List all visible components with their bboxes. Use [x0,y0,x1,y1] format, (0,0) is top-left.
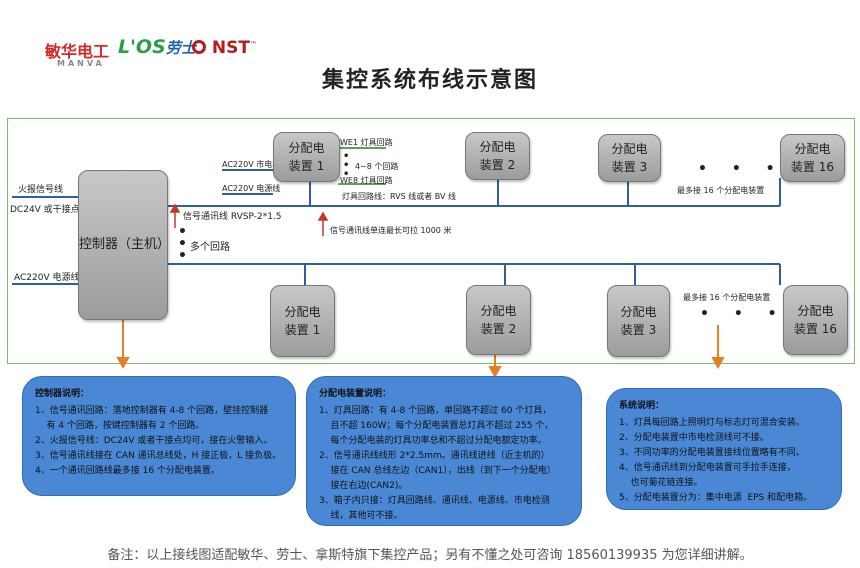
dist-device-bottom-1: 分配电 装置 1 [270,285,335,357]
dist-device-top-2: 分配电 装置 2 [465,132,530,180]
dots-top: • • • [698,161,785,177]
dc24v-label: DC24V 或干接点 [10,205,80,215]
we8-label: WE8 灯具回路 [340,176,393,185]
loop-dots: ••• [178,224,187,264]
dist-device-top-1: 分配电 装置 1 [273,132,340,182]
dist-device-bottom-3: 分配电 装置 3 [607,285,670,357]
dist-device-label: 分配电 装置 2 [480,304,517,336]
note-line: 2、信号通讯线线形 2*2.5mm。通讯线进线（近主机的） [319,451,550,461]
note-line: 1、灯具回路：有 4-8 个回路，单回路不超过 60 个灯具， [319,406,552,416]
dist-device-label: 分配电 装置 1 [284,305,321,337]
dist-device-label: 分配电 装置 16 [790,142,835,174]
note-system: 系统说明： 1、灯具每回路上照明灯与标志灯可混合安装。 2、分配电装置中市电检测线… [606,388,842,510]
note-line: 5、分配电装置分为：集中电源 EPS 和配电箱。 [619,493,813,503]
lamp-loop-line-label: 灯具回路线：RVS 线或者 BV 线 [342,192,457,201]
dist-device-label: 分配电 装置 3 [620,305,657,337]
dist-device-top-16: 分配电 装置 16 [780,134,845,182]
note-line: 4、信号通讯线到分配电装置可手拉手连接， [619,463,796,473]
dots-bottom: • • • [700,306,787,322]
note-line: 2、火报信号线：DC24V 或者干接点均可，接在火警输入。 [35,436,273,446]
note-line: 3、不同功率的分配电装置接线位置略有不同。 [619,448,805,458]
controller-label: 控制器（主机） [79,237,171,252]
note-line: 也可菊花链连接。 [619,478,703,488]
nst-logo-text: NST [211,38,250,58]
max16-bottom-label: 最多接 16 个分配电装置 [683,293,771,302]
note-line: 1、信号通讯回路：落地控制器有 4-8 个回路，壁挂控制器 [35,406,269,416]
nst-logo-tm: ™ [250,40,257,49]
note-line: 每个分配电装的灯具功率总和不超过分配电额定功率。 [319,436,547,446]
note-line: 4、一个通讯回路线最多接 16 个分配电装置。 [35,466,220,476]
diagram-frame [7,118,855,364]
footer-remark: 备注：以上接线图适配敏华、劳士、拿斯特旗下集控产品；另有不懂之处可咨询 1856… [107,548,753,563]
dist-device-label: 分配电 装置 2 [479,140,516,172]
note-controller-title: 控制器说明： [35,389,90,399]
max16-top-label: 最多接 16 个分配电装置 [677,186,765,195]
dist-device-label: 分配电 装置 1 [288,141,325,173]
minhua-logo-cn: 敏华电工 [45,42,110,61]
page-title: 集控系统布线示意图 [321,68,538,93]
minhua-logo-en: MANVA [57,59,105,68]
ac220v-power-label: AC220V 电源线 [14,273,80,283]
note-dist-lines: 1、灯具回路：有 4-8 个回路，单回路不超过 60 个灯具， 且不超 160W… [319,404,569,524]
dist-device-bottom-2: 分配电 装置 2 [466,285,531,355]
note-system-lines: 1、灯具每回路上照明灯与标志灯可混合安装。 2、分配电装置中市电检测线可不接。 3、… [619,416,829,506]
note-line: 线，其他可不接。 [319,511,403,521]
comm-line-label: 信号通讯线 RVSP-2*1.5 [183,212,282,222]
controller-host: 控制器（主机） [78,170,171,320]
note-line: 1、灯具每回路上照明灯与标志灯可混合安装。 [619,418,805,428]
note-line: 2、分配电装置中市电检测线可不接。 [619,433,769,443]
nst-logo: NST™ [192,38,257,58]
los-logo: L'OS劳士 [118,36,196,58]
los-logo-en: L'OS [118,36,166,58]
dist-device-label: 分配电 装置 3 [611,142,648,174]
dist-device-bottom-16: 分配电 装置 16 [783,285,848,355]
ac-power-mid-label: AC220V 电源线 [222,184,281,193]
dist-device-label: 分配电 装置 16 [793,304,838,336]
comm-max-label: 信号通讯线单连最长可拉 1000 米 [330,226,452,235]
note-dist-title: 分配电装置说明： [319,389,392,399]
note-line: 接在 CAN 总线左边（CAN1），出线（到下一个分配电） [319,466,556,476]
note-line: 3、信号通讯线接在 CAN 通讯总线处，H 接正极，L 接负极。 [35,451,282,461]
los-logo-cn: 劳士 [165,39,196,57]
nst-logo-icon [192,40,206,54]
we1-label: WE1 灯具回路 [340,138,393,147]
loops-4-8-label: 4~8 个回路 [355,162,399,171]
note-line: 3、箱子内只接：灯具回路线、通讯线、电源线、市电检测 [319,496,550,506]
note-controller: 控制器说明： 1、信号通讯回路：落地控制器有 4-8 个回路，壁挂控制器 有 4… [22,376,296,496]
we-dots: ••• [343,151,350,180]
note-line: 接在右边(CAN2)。 [319,481,408,491]
note-dist: 分配电装置说明： 1、灯具回路：有 4-8 个回路，单回路不超过 60 个灯具，… [306,376,582,526]
note-system-title: 系统说明： [619,401,665,411]
dist-device-top-3: 分配电 装置 3 [598,134,661,182]
multi-loop-label: 多个回路 [190,242,230,253]
fire-signal-label: 火报信号线 [18,185,64,195]
note-line: 有 4 个回路，按键控制器有 2 个回路。 [35,421,205,431]
minhua-logo: 敏华电工 MANVA [45,38,109,68]
ac-detect-label: AC220V 市电检测 [222,160,289,169]
note-line: 且不超 160W；每个分配电装置总灯具不超过 255 个， [319,421,554,431]
note-controller-lines: 1、信号通讯回路：落地控制器有 4-8 个回路，壁挂控制器 有 4 个回路，按键… [35,404,283,479]
